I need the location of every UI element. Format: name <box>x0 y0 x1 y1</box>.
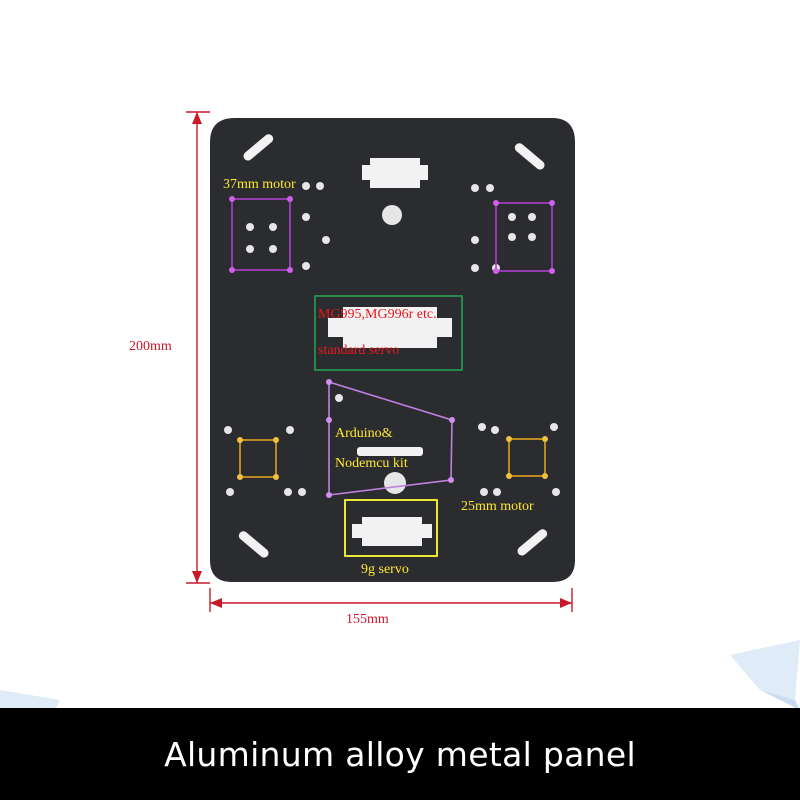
standard-servo-label-line2: standard servo <box>318 343 400 358</box>
paper-plane-right-shade <box>760 690 800 710</box>
servo9g-frame <box>344 499 438 557</box>
servo-cutouts <box>328 158 452 546</box>
board-label-line1: Arduino& <box>335 426 393 441</box>
motor37-frames <box>231 198 553 272</box>
corner-slots <box>238 134 548 558</box>
motor37-corner-dots <box>229 196 555 274</box>
board-label-line2: Nodemcu kit <box>335 456 408 471</box>
servo9g-label: 9g servo <box>361 562 409 577</box>
motor25-frames <box>239 438 546 478</box>
height-label: 200mm <box>129 339 172 354</box>
motor25-label: 25mm motor <box>461 499 534 514</box>
standard-servo-label-line1: MG995,MG996r etc. <box>318 307 437 322</box>
caption-text: Aluminum alloy metal panel <box>164 734 636 774</box>
motor25-corner-dots <box>237 436 548 480</box>
motor37-label: 37mm motor <box>223 177 296 192</box>
standard-servo-frame <box>314 295 463 371</box>
mounting-holes <box>224 182 560 496</box>
height-dimension <box>186 111 210 584</box>
board-corner-dots <box>326 379 455 498</box>
width-label: 155mm <box>346 612 389 627</box>
paper-plane-right <box>730 640 800 700</box>
metal-panel <box>210 118 575 582</box>
width-dimension <box>209 588 573 612</box>
caption-banner: Aluminum alloy metal panel <box>0 708 800 800</box>
